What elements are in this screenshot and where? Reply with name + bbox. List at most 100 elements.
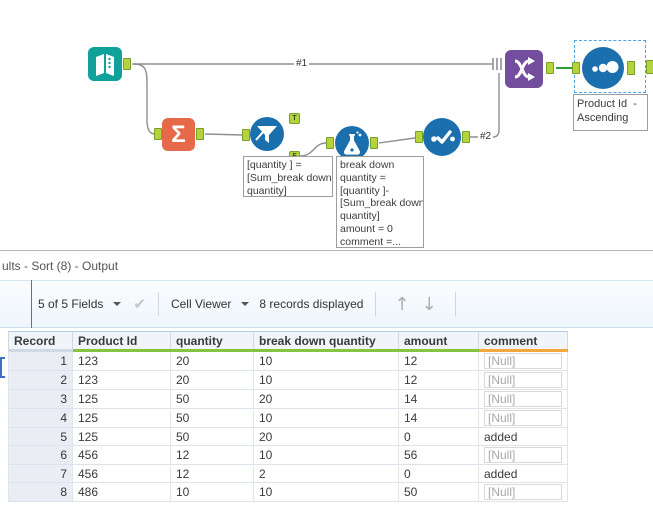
chevron-down-icon bbox=[241, 302, 250, 306]
summarize-tool[interactable]: Σ bbox=[162, 118, 195, 151]
null-value-badge: [Null] bbox=[484, 372, 562, 388]
column-header[interactable]: amount bbox=[398, 331, 479, 352]
sort-annotation[interactable]: Product Id - Ascending bbox=[573, 94, 648, 131]
fields-dropdown[interactable]: 5 of 5 Fields bbox=[38, 297, 122, 311]
data-cell[interactable]: 50 bbox=[398, 482, 479, 502]
data-cell[interactable]: 50 bbox=[170, 408, 254, 428]
data-cell[interactable]: 14 bbox=[398, 389, 479, 409]
funnel-icon bbox=[255, 126, 277, 143]
record-number-cell[interactable]: 5 bbox=[8, 427, 73, 446]
data-cell[interactable]: 14 bbox=[398, 408, 479, 428]
record-number-cell[interactable]: 2 bbox=[8, 370, 73, 390]
record-number-cell[interactable]: 8 bbox=[8, 482, 73, 502]
data-cell[interactable]: 0 bbox=[398, 427, 479, 446]
data-cell[interactable]: 0 bbox=[398, 464, 479, 483]
sort-tool[interactable] bbox=[582, 47, 624, 89]
summarize-input-anchor[interactable] bbox=[154, 128, 162, 140]
data-cell[interactable]: [Null] bbox=[478, 370, 568, 390]
data-cell[interactable]: 10 bbox=[253, 350, 399, 371]
data-cell[interactable]: 12 bbox=[398, 350, 479, 371]
cell-viewer-dropdown[interactable]: Cell Viewer bbox=[171, 297, 250, 311]
formula-input-anchor[interactable] bbox=[326, 137, 334, 149]
filter-annotation[interactable]: [quantity ] = [Sum_break down quantity] bbox=[243, 156, 333, 197]
filter-tool[interactable] bbox=[250, 117, 284, 151]
column-header[interactable]: Product Id bbox=[72, 331, 171, 352]
record-number-cell[interactable]: 6 bbox=[8, 445, 73, 465]
data-cell[interactable]: 12 bbox=[170, 445, 254, 465]
data-cell[interactable]: 12 bbox=[170, 464, 254, 483]
data-cell[interactable]: 50 bbox=[170, 427, 254, 446]
input-data-tool[interactable] bbox=[88, 47, 122, 81]
data-cell[interactable]: 20 bbox=[253, 427, 399, 446]
column-header[interactable]: break down quantity bbox=[253, 331, 399, 352]
data-cell[interactable]: 125 bbox=[72, 389, 171, 409]
data-cell[interactable]: 10 bbox=[253, 445, 399, 465]
union-merge-icon bbox=[514, 57, 535, 81]
sort-output-anchor[interactable] bbox=[627, 61, 635, 75]
toolbar-separator bbox=[454, 292, 456, 316]
toolbar-separator bbox=[375, 292, 377, 316]
union-output-anchor[interactable] bbox=[546, 62, 554, 74]
unique-output-anchor[interactable] bbox=[462, 131, 470, 143]
data-cell[interactable]: [Null] bbox=[478, 350, 568, 371]
column-header[interactable]: Record bbox=[8, 331, 73, 352]
data-cell[interactable]: 20 bbox=[253, 389, 399, 409]
formula-annotation[interactable]: break down quantity = [quantity ]- [Sum_… bbox=[336, 156, 424, 248]
sort-input-anchor[interactable] bbox=[572, 62, 580, 74]
data-cell[interactable]: 456 bbox=[72, 464, 171, 483]
connection-label-1: #1 bbox=[294, 58, 310, 70]
record-number-cell[interactable]: 3 bbox=[8, 389, 73, 409]
data-cell[interactable]: 486 bbox=[72, 482, 171, 502]
data-cell[interactable]: 20 bbox=[170, 370, 254, 390]
data-cell[interactable]: [Null] bbox=[478, 445, 568, 465]
filter-true-anchor[interactable]: T bbox=[289, 113, 300, 124]
data-cell[interactable]: 20 bbox=[170, 350, 254, 371]
record-number-cell[interactable]: 7 bbox=[8, 464, 73, 483]
unique-input-anchor[interactable] bbox=[415, 131, 423, 143]
data-cell[interactable]: 10 bbox=[253, 408, 399, 428]
scroll-up-icon[interactable]: ↑ bbox=[394, 293, 410, 315]
summarize-output-anchor[interactable] bbox=[196, 128, 204, 140]
data-cell[interactable]: 2 bbox=[253, 464, 399, 483]
unique-tool[interactable] bbox=[423, 118, 461, 156]
input-output-anchor[interactable] bbox=[123, 58, 131, 70]
results-toolbar: 5 of 5 Fields ✔ Cell Viewer 8 records di… bbox=[0, 280, 653, 328]
data-cell[interactable]: 10 bbox=[253, 482, 399, 502]
column-header[interactable]: comment bbox=[478, 331, 568, 352]
dot-check-icon bbox=[431, 130, 455, 144]
record-number-cell[interactable]: 1 bbox=[8, 350, 73, 371]
pane-splitter-line[interactable] bbox=[31, 280, 32, 328]
data-cell[interactable]: 10 bbox=[170, 482, 254, 502]
formula-output-anchor[interactable] bbox=[370, 137, 378, 149]
data-cell[interactable]: 12 bbox=[398, 370, 479, 390]
record-number-cell[interactable]: 4 bbox=[8, 408, 73, 428]
data-cell[interactable]: 125 bbox=[72, 427, 171, 446]
formula-tool[interactable] bbox=[335, 126, 369, 160]
data-cell[interactable]: added bbox=[478, 464, 568, 483]
data-cell[interactable]: 50 bbox=[170, 389, 254, 409]
data-cell[interactable]: [Null] bbox=[478, 408, 568, 428]
null-value-badge: [Null] bbox=[484, 484, 562, 500]
data-cell[interactable]: 125 bbox=[72, 408, 171, 428]
data-cell[interactable]: 56 bbox=[398, 445, 479, 465]
workflow-canvas[interactable]: Σ T F bbox=[0, 0, 653, 250]
filter-input-anchor[interactable] bbox=[242, 129, 250, 141]
data-cell[interactable]: added bbox=[478, 427, 568, 446]
column-header[interactable]: quantity bbox=[170, 331, 254, 352]
toolbar-separator bbox=[157, 292, 159, 316]
records-displayed-text: 8 records displayed bbox=[259, 297, 364, 311]
data-cell[interactable]: 123 bbox=[72, 370, 171, 390]
data-cell[interactable]: [Null] bbox=[478, 389, 568, 409]
data-cell[interactable]: 10 bbox=[253, 370, 399, 390]
data-cell[interactable]: [Null] bbox=[478, 482, 568, 502]
data-cell[interactable]: 123 bbox=[72, 350, 171, 371]
apply-check-icon[interactable]: ✔ bbox=[133, 295, 146, 313]
sort-outer-anchor[interactable] bbox=[646, 60, 653, 74]
union-tool[interactable] bbox=[505, 50, 543, 88]
scroll-down-icon[interactable]: ↓ bbox=[421, 293, 437, 315]
data-cell[interactable]: 456 bbox=[72, 445, 171, 465]
